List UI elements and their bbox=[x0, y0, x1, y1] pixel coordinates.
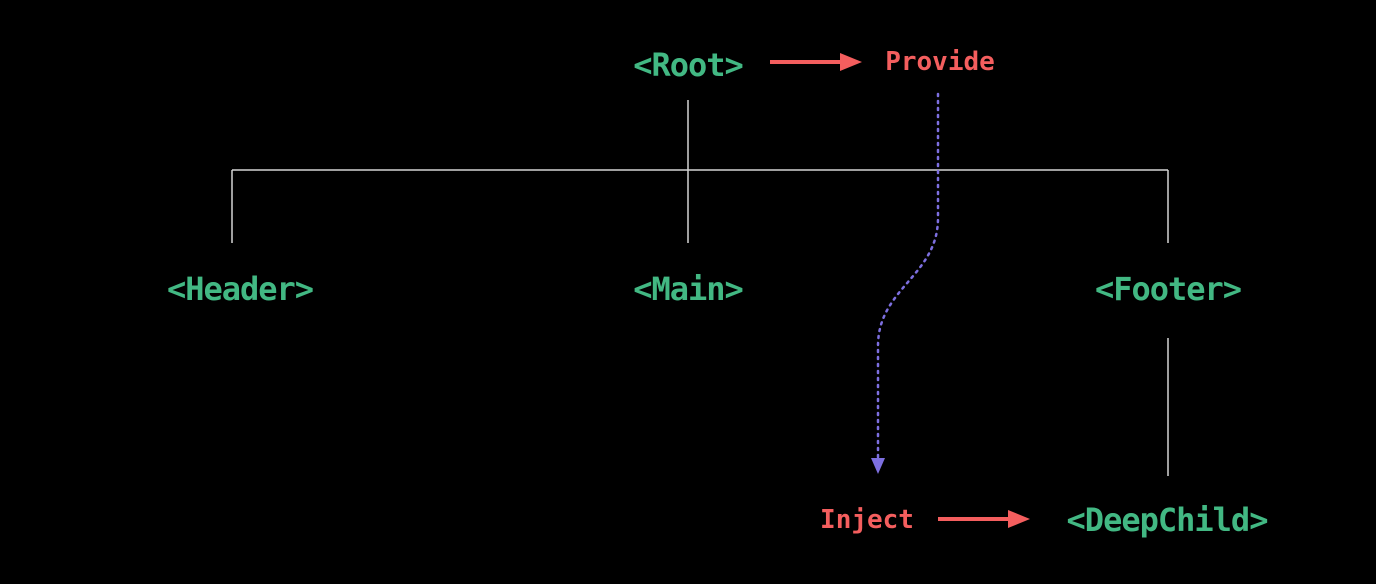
node-deepchild: <DeepChild> bbox=[1066, 501, 1269, 539]
node-header: <Header> bbox=[166, 270, 314, 308]
root-provide-arrowhead-icon bbox=[840, 53, 862, 71]
inject-deepchild-arrowhead-icon bbox=[1008, 510, 1030, 528]
root-provide-arrow bbox=[770, 53, 862, 71]
inject-label: Inject bbox=[820, 505, 914, 535]
provide-label: Provide bbox=[885, 47, 995, 77]
provide-inject-arrowhead-icon bbox=[871, 458, 885, 474]
provide-inject-dotted-curve bbox=[871, 92, 940, 474]
node-root: <Root> bbox=[633, 46, 744, 84]
node-footer: <Footer> bbox=[1094, 270, 1242, 308]
inject-deepchild-arrow bbox=[938, 510, 1030, 528]
node-main: <Main> bbox=[633, 270, 744, 308]
